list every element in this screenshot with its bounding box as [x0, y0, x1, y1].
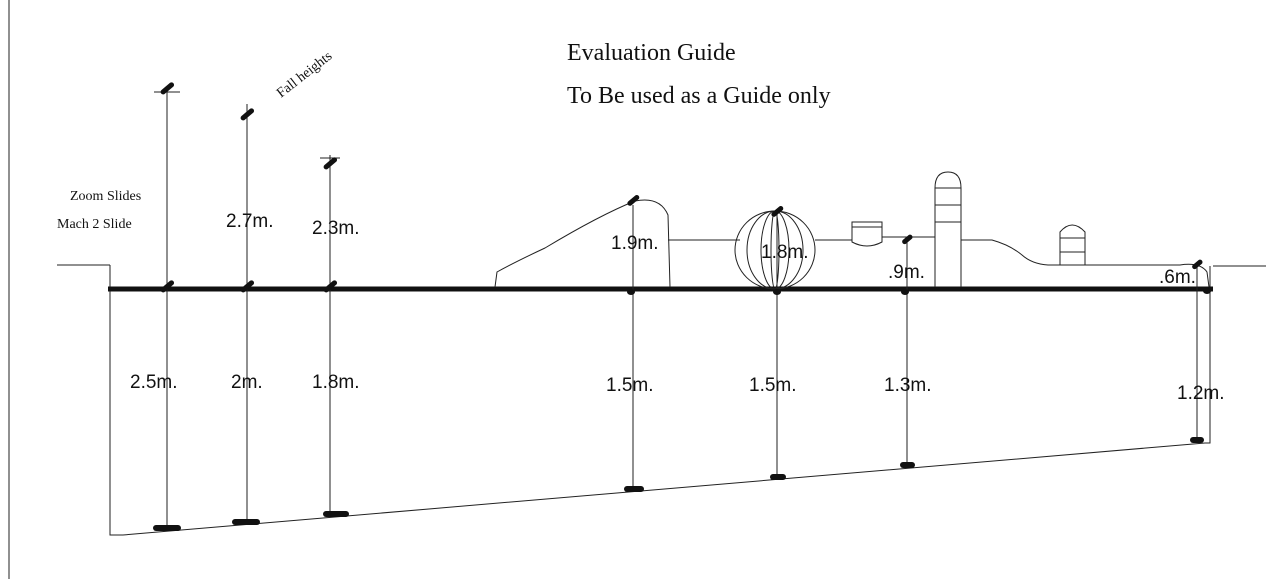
station-4-depth: 1.5m. [606, 375, 654, 396]
station-7-height: .6m. [1159, 267, 1196, 288]
station-1: 2.5m. [130, 82, 181, 531]
small-tower [1059, 224, 1086, 265]
station-3-depth: 1.8m. [312, 372, 360, 393]
pool-outline [109, 265, 1211, 536]
station-2: 2.7m. 2m. [226, 104, 274, 525]
title-line-1: Evaluation Guide [567, 40, 736, 66]
station-7: .6m. 1.2m. [1159, 259, 1225, 443]
station-7-depth: 1.2m. [1177, 383, 1225, 404]
station-4-height: 1.9m. [611, 233, 659, 254]
station-4: 1.9m. 1.5m. [606, 194, 659, 492]
tall-tower [934, 171, 962, 287]
drum [851, 221, 883, 247]
station-6: .9m. 1.3m. [884, 234, 932, 468]
title-line-2: To Be used as a Guide only [567, 83, 831, 109]
station-5: 1.8m. 1.5m. [749, 205, 809, 480]
station-3: 2.3m. 1.8m. [312, 155, 360, 517]
station-5-height: 1.8m. [761, 242, 809, 263]
slides-label-line-2: Mach 2 Slide [57, 217, 132, 232]
station-2-height: 2.7m. [226, 211, 274, 232]
station-3-height: 2.3m. [312, 218, 360, 239]
station-6-height: .9m. [888, 262, 925, 283]
wave-slide [494, 199, 671, 288]
slides-label-line-1: Zoom Slides [70, 189, 141, 204]
station-6-depth: 1.3m. [884, 375, 932, 396]
fall-heights-label: Fall heights [274, 49, 335, 101]
station-5-depth: 1.5m. [749, 375, 797, 396]
station-1-depth: 2.5m. [130, 372, 178, 393]
station-2-depth: 2m. [231, 372, 263, 393]
